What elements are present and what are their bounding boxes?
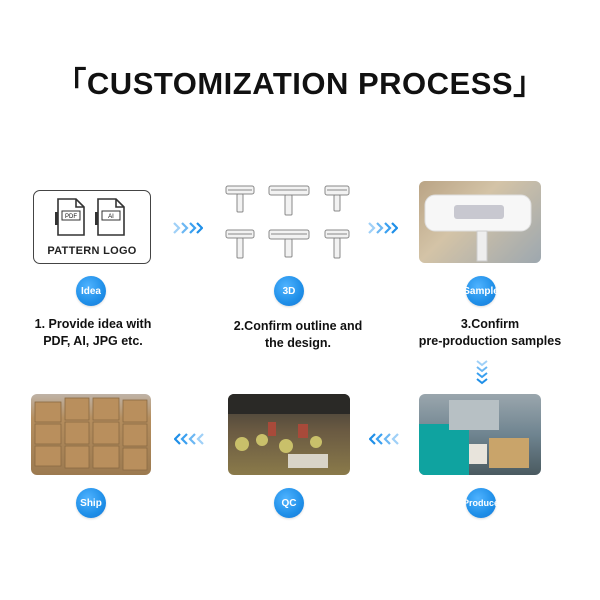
lint-roller-sample-icon	[419, 181, 541, 263]
roller-drawing	[324, 185, 350, 212]
roller-drawing	[324, 229, 350, 259]
3d-design-drawings	[225, 185, 350, 259]
ship-badge: Ship	[76, 488, 106, 518]
arrow-idea-to-3d	[173, 222, 203, 234]
idea-badge: Idea	[76, 276, 106, 306]
sample-desc-line2: pre-production samples	[418, 334, 562, 348]
roller-drawing	[225, 229, 255, 259]
produce-badge: Produce	[463, 488, 499, 518]
roller-drawing	[225, 185, 255, 213]
pattern-logo-card: PDF AI PATTERN LOGO	[33, 190, 151, 264]
qc-badge: QC	[274, 488, 304, 518]
cartons-icon	[34, 397, 148, 471]
sample-photo	[419, 181, 541, 263]
3d-badge: 3D	[274, 276, 304, 306]
idea-desc-line1: 1. Provide idea with	[34, 317, 152, 331]
ai-file-icon: AI	[95, 198, 125, 236]
sample-description: 3.Confirm pre-production samples	[400, 316, 580, 350]
arrow-3d-to-sample	[368, 222, 398, 234]
3d-description: 2.Confirm outline and the design.	[213, 318, 383, 352]
3d-desc-line2: the design.	[265, 336, 331, 350]
sample-desc-line1: 3.Confirm	[460, 317, 520, 331]
roller-drawing	[268, 185, 310, 216]
qc-photo	[228, 394, 350, 475]
3d-desc-line1: 2.Confirm outline and	[233, 319, 363, 333]
arrow-qc-to-ship	[174, 433, 204, 445]
workers-icon	[228, 394, 350, 468]
machine-icon	[419, 400, 529, 475]
idea-desc-line2: PDF, AI, JPG etc.	[43, 334, 143, 348]
produce-photo	[419, 394, 541, 475]
pdf-file-icon: PDF	[55, 198, 85, 236]
pattern-logo-label: PATTERN LOGO	[47, 245, 137, 257]
arrow-sample-to-produce	[476, 360, 488, 385]
pdf-file-label: PDF	[65, 214, 77, 220]
idea-description: 1. Provide idea with PDF, AI, JPG etc.	[18, 316, 168, 350]
ai-file-label: AI	[108, 214, 114, 220]
ship-photo	[31, 394, 151, 475]
arrow-produce-to-qc	[369, 433, 399, 445]
roller-drawing	[268, 229, 310, 258]
page-title: 「CUSTOMIZATION PROCESS」	[55, 66, 545, 101]
sample-badge: Sample	[463, 276, 499, 306]
